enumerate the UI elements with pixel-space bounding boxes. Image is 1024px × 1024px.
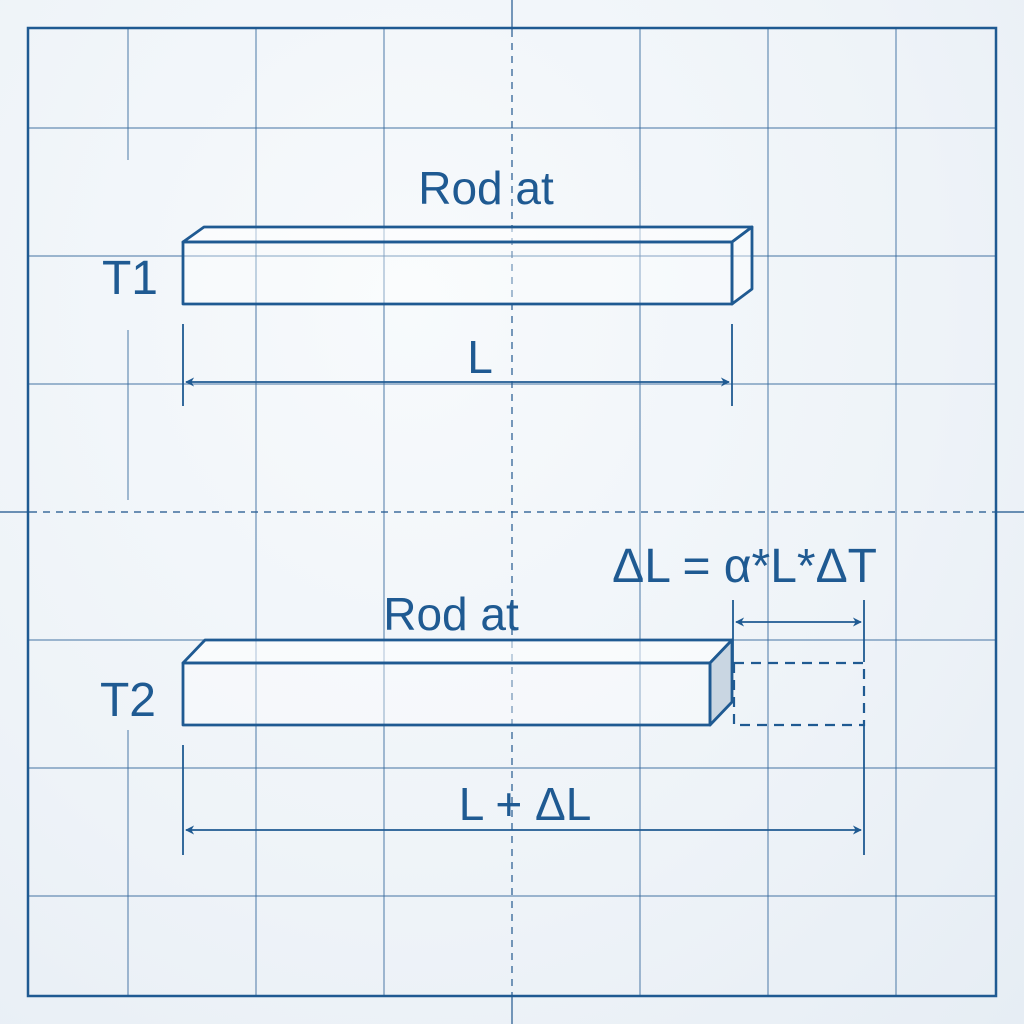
drawing-frame <box>26 26 998 998</box>
rod-t1-end-face <box>730 225 754 306</box>
rod-t1-temperature-label: T1 <box>102 252 158 305</box>
rod-t2-caption: Rod at <box>383 588 519 640</box>
rod-t2-group: ΔL = α*L*ΔT Rod at T2 L + ΔL <box>100 540 877 855</box>
rod-t1-length-label: L <box>467 331 493 383</box>
rod-t1-front-face <box>181 240 734 306</box>
rod-t2-front-face <box>181 661 712 727</box>
rod-t1-top-face <box>181 225 754 244</box>
rod-t1-group: Rod at T1 L <box>102 162 754 406</box>
expansion-ghost-outline <box>732 661 866 727</box>
rod-t2-top-face <box>181 638 734 665</box>
rod-t1-caption: Rod at <box>418 162 554 214</box>
rod-t2-temperature-label: T2 <box>100 674 156 727</box>
rod-t2-length-label: L + ΔL <box>459 778 592 830</box>
expansion-formula: ΔL = α*L*ΔT <box>612 540 877 593</box>
